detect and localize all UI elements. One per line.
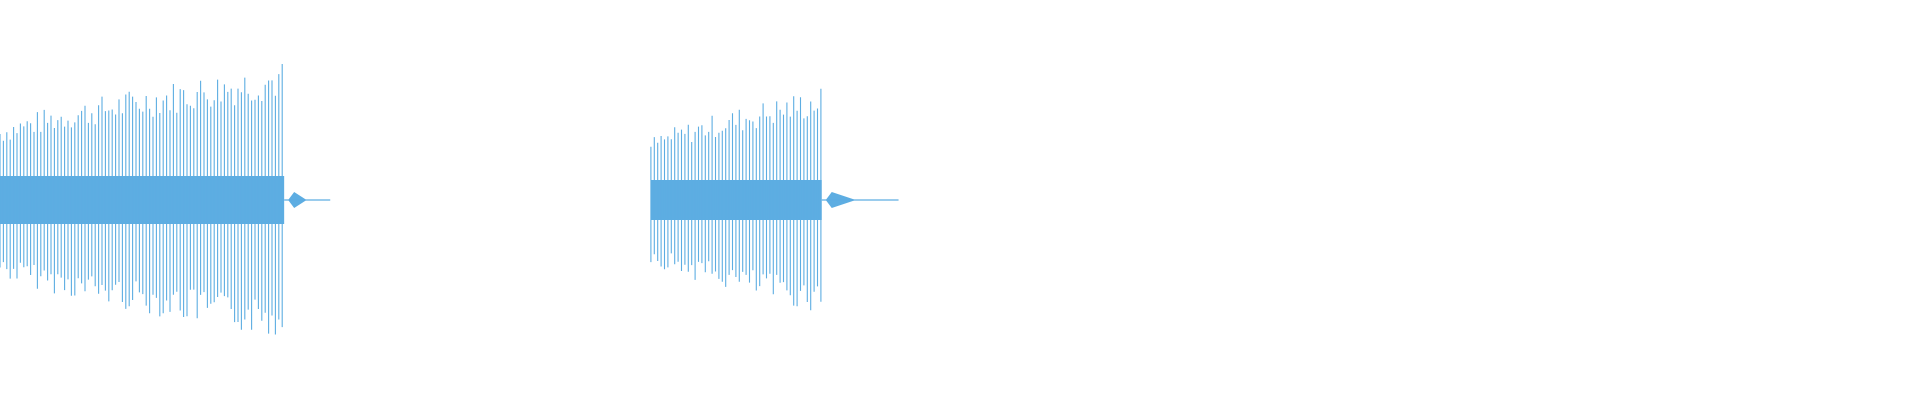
waveform-peaks xyxy=(0,64,283,335)
waveform-segment-1 xyxy=(0,64,331,335)
waveform-segment-2 xyxy=(650,88,899,311)
waveform-peaks xyxy=(650,88,822,311)
